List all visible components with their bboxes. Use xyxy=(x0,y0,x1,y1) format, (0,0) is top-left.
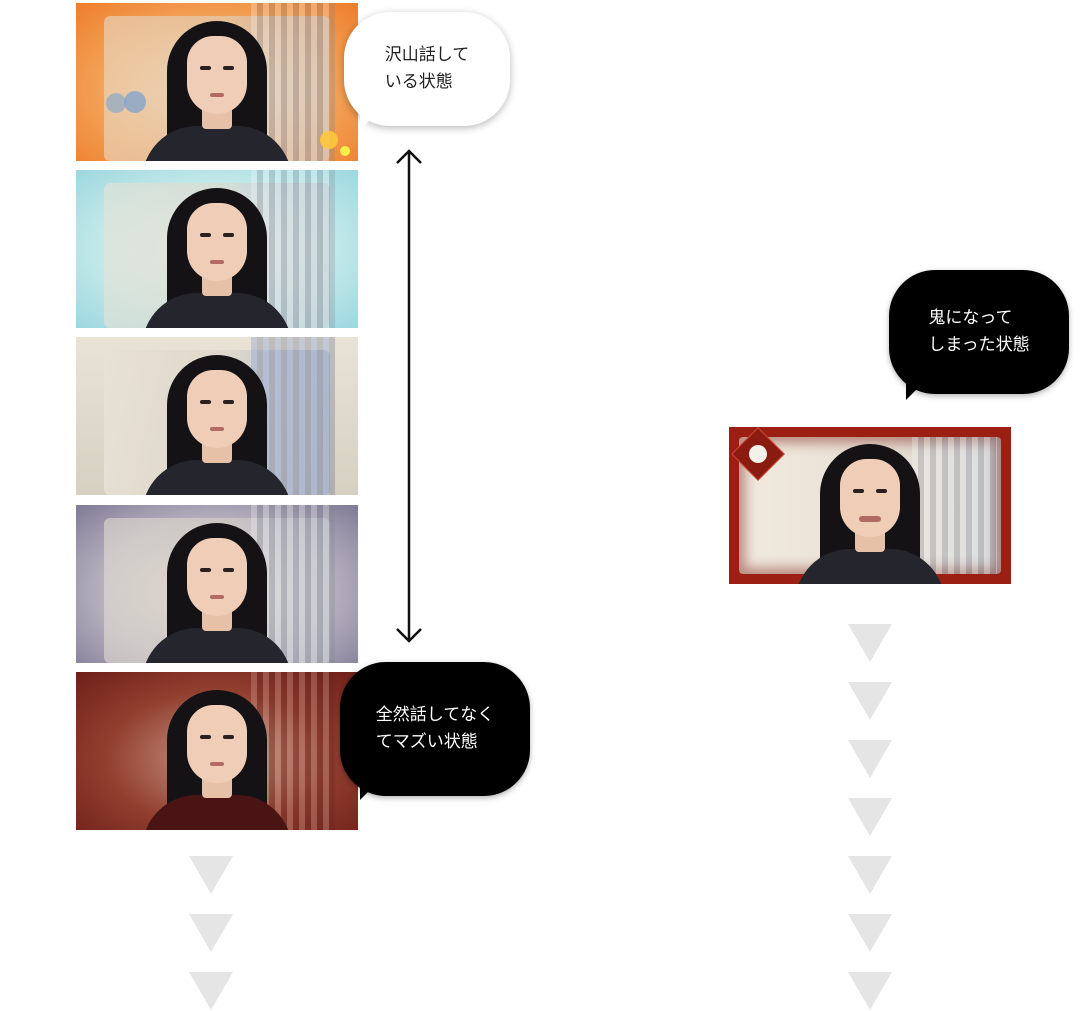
bubble-tail xyxy=(906,380,926,400)
frame-gloomy xyxy=(76,505,358,663)
person-figure xyxy=(132,11,302,161)
bubble-text: 鬼になって しまった状態 xyxy=(928,308,1030,355)
down-triangle-icon xyxy=(848,972,892,1010)
sparkle-decoration xyxy=(124,91,146,113)
down-triangle-icon xyxy=(848,740,892,778)
frame-demon xyxy=(729,427,1011,584)
down-triangle-icon xyxy=(848,856,892,894)
person-figure xyxy=(132,178,302,328)
down-triangle-icon xyxy=(848,682,892,720)
person-figure xyxy=(132,680,302,830)
sparkle-decoration xyxy=(320,131,338,149)
frame-bad xyxy=(76,672,358,830)
person-figure xyxy=(132,345,302,495)
person-figure xyxy=(785,434,955,584)
down-triangle-icon xyxy=(848,914,892,952)
person-figure xyxy=(132,513,302,663)
speech-bubble-demon: 鬼になって しまった状態 xyxy=(889,270,1069,394)
sparkle-decoration xyxy=(106,93,126,113)
speech-bubble-active: 沢山話して いる状態 xyxy=(344,12,510,126)
frame-neutral xyxy=(76,337,358,495)
bubble-tail xyxy=(360,780,380,800)
bubble-text: 全然話してなく てマズい状態 xyxy=(375,705,495,752)
bubble-text: 沢山話して いる状態 xyxy=(384,45,470,92)
sparkle-decoration xyxy=(340,146,350,156)
down-triangle-icon xyxy=(848,798,892,836)
down-triangle-icon xyxy=(189,856,233,894)
speech-bubble-bad: 全然話してなく てマズい状態 xyxy=(340,662,530,796)
frame-calm xyxy=(76,170,358,328)
down-triangle-icon xyxy=(189,972,233,1010)
frame-excited xyxy=(76,3,358,161)
double-headed-arrow-icon xyxy=(396,149,422,643)
bubble-tail xyxy=(360,112,378,130)
down-triangle-icon xyxy=(848,624,892,662)
down-triangle-icon xyxy=(189,914,233,952)
